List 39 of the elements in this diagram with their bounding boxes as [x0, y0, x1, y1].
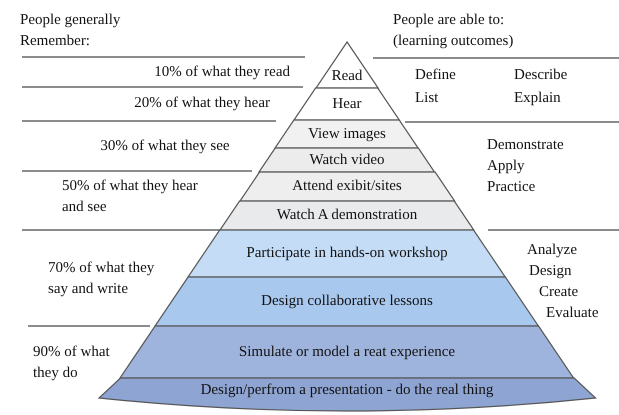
layer-label: Design collaborative lessons — [260, 293, 434, 310]
annotation-text: People are able to: (learning outcomes) — [393, 11, 514, 51]
layer-label: Simulate or model a reat experience — [238, 344, 456, 360]
annotation-text: 90% of what they do — [33, 343, 111, 383]
annotation-text: Apply — [487, 157, 526, 176]
pyramid-layer — [188, 230, 506, 277]
pyramid-layer — [240, 172, 454, 201]
layer-label: Watch A demonstration — [276, 207, 418, 224]
annotation-text: 50% of what they hear and see — [62, 177, 199, 217]
annotation-text: People generally Remember: — [20, 11, 122, 51]
layer-label: Design/perfrom a presentation - do the real thing — [200, 382, 494, 398]
annotation-text: Practice — [487, 178, 536, 197]
annotation-text: 20% of what they hear — [133, 94, 270, 113]
annotation-text: List — [415, 89, 440, 108]
pyramid-layer — [220, 201, 474, 230]
annotation-text: Analyze — [527, 241, 578, 260]
annotation-text: Explain — [514, 89, 562, 108]
pyramid-layer — [294, 88, 400, 120]
annotation-text: Create — [539, 283, 580, 302]
annotation-text: Design — [529, 262, 572, 281]
pyramid-layer — [275, 120, 419, 148]
pyramid-layer — [98, 378, 596, 412]
annotation-text: 30% of what they see — [99, 137, 231, 156]
pyramid-layer — [120, 326, 574, 378]
annotation-text: Describe — [514, 66, 568, 85]
layer-label: Attend exibit/sites — [291, 178, 403, 195]
layer-label: Read — [330, 68, 364, 85]
annotation-text: Demonstrate — [487, 136, 565, 155]
layer-label: Participate in hands-on workshop — [245, 245, 449, 262]
pyramid-layer — [155, 277, 539, 326]
layer-label: Watch video — [308, 152, 386, 168]
annotation-text: Evaluate — [546, 304, 600, 323]
layer-label: View images — [307, 126, 387, 142]
layer-label: Hear — [331, 96, 363, 112]
pyramid-layer — [259, 148, 435, 172]
annotation-text: Define — [415, 66, 457, 85]
pyramid-layer — [316, 42, 378, 88]
annotation-text: 10% of what they read — [153, 63, 290, 82]
annotation-text: 70% of what they say and write — [48, 259, 156, 299]
